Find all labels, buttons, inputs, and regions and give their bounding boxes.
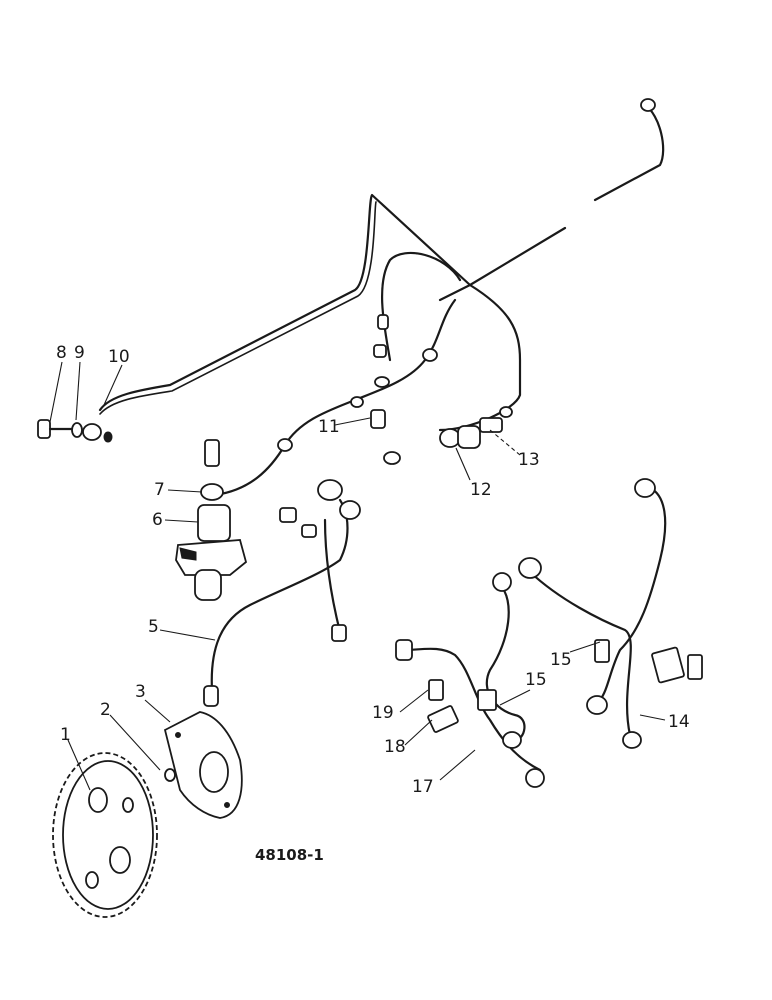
callout-17: 17 [412, 777, 434, 797]
callout-15-upper: 15 [550, 650, 572, 670]
fuel-injector [175, 439, 248, 601]
callout-labels: 1 2 3 5 6 7 8 9 10 11 12 13 14 15 15 17 … [56, 343, 690, 797]
callout-2: 2 [100, 700, 111, 720]
callout-9: 9 [74, 343, 85, 363]
leak-off-pipes [213, 251, 462, 497]
callout-3: 3 [135, 682, 146, 702]
callout-10: 10 [108, 347, 130, 367]
callout-5: 5 [148, 617, 159, 637]
injector-pipe-5 [203, 479, 361, 707]
banjo-bolt-assembly [37, 419, 113, 443]
injector-pipe-set [395, 478, 703, 788]
leader-lines [49, 361, 666, 791]
drive-gear [52, 752, 158, 918]
callout-14: 14 [668, 712, 690, 732]
callout-8: 8 [56, 343, 67, 363]
pipe-connector-12-13 [439, 406, 513, 449]
gasket [163, 711, 243, 819]
callout-7: 7 [154, 480, 165, 500]
upper-fuel-pipe [98, 98, 665, 432]
pipe-end-fitting [640, 98, 656, 112]
callout-12: 12 [470, 480, 492, 500]
callout-6: 6 [152, 510, 163, 530]
callout-1: 1 [60, 725, 71, 745]
banjo-fittings-group [370, 314, 401, 465]
drawing-code: 48108-1 [255, 846, 324, 864]
injector-bolt [204, 439, 220, 467]
banjo-bolt [370, 409, 386, 429]
callout-11: 11 [318, 417, 340, 437]
washer [164, 768, 176, 782]
callout-18: 18 [384, 737, 406, 757]
callout-15-lower: 15 [525, 670, 547, 690]
callout-13: 13 [518, 450, 540, 470]
callout-19: 19 [372, 703, 394, 723]
